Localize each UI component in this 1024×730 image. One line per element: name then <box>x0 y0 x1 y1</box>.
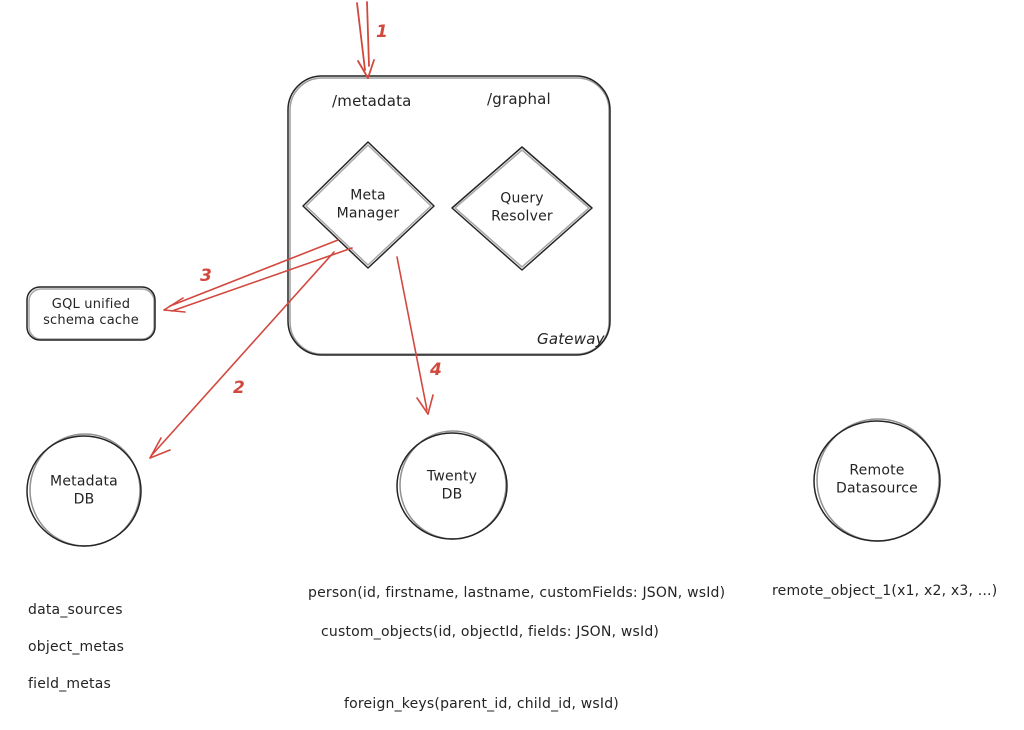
remote-table-definition: remote_object_1(x1, x2, x3, ...) <box>772 583 998 599</box>
endpoint-metadata-label: /metadata <box>332 92 412 110</box>
gateway-label: Gateway <box>537 330 605 348</box>
arrow-3 <box>163 239 353 313</box>
table-name: object_metas <box>28 638 125 655</box>
arrow-2 <box>149 251 335 459</box>
query-resolver-label: Query Resolver <box>491 190 553 225</box>
metadata-db-label: Metadata DB <box>50 473 118 508</box>
arrow-3-number: 3 <box>200 266 213 286</box>
twenty-db-circle <box>396 430 508 540</box>
metadata-db-tables: data_sources object_metas field_metas <box>28 584 124 713</box>
twenty-db-table-custom-objects: custom_objects(id, objectId, fields: JSO… <box>321 624 660 640</box>
remote-datasource-label: Remote Datasource <box>836 462 918 497</box>
endpoint-graphql-label: /graphal <box>487 90 551 108</box>
arrow-4 <box>396 256 434 415</box>
meta-manager-diamond <box>302 141 435 269</box>
arrow-1-number: 1 <box>376 22 389 42</box>
cache-box <box>26 286 156 341</box>
twenty-db-label: Twenty DB <box>426 468 478 503</box>
gateway-box <box>287 75 611 356</box>
table-name: data_sources <box>28 601 123 618</box>
meta-manager-label: Meta Manager <box>336 187 400 222</box>
arrow-2-number: 2 <box>233 378 246 398</box>
arrow-4-number: 4 <box>430 360 443 380</box>
metadata-db-circle <box>26 433 142 547</box>
cache-label: GQL unified schema cache <box>43 296 139 328</box>
query-resolver-diamond <box>451 146 593 271</box>
twenty-db-table-foreign-keys: foreign_keys(parent_id, child_id, wsId) <box>344 696 619 712</box>
table-name: field_metas <box>28 675 112 692</box>
twenty-db-table-person: person(id, firstname, lastname, customFi… <box>308 585 726 601</box>
arrow-1 <box>356 1 375 79</box>
remote-datasource-circle <box>813 418 941 542</box>
